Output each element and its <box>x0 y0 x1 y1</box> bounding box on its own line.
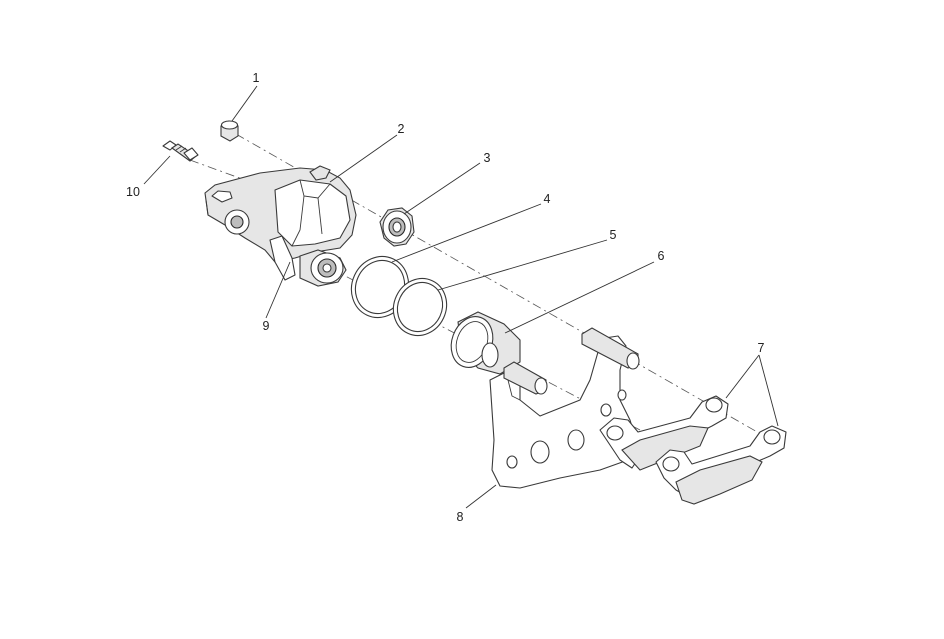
callout-2: 2 <box>398 122 405 136</box>
part-2-caliper-body <box>204 165 357 281</box>
callout-4: 4 <box>544 192 551 206</box>
callout-9: 9 <box>263 319 270 333</box>
callout-8: 8 <box>457 510 464 524</box>
callout-labels: 1 2 3 4 5 6 7 8 9 10 <box>126 71 764 524</box>
leader-lines <box>143 85 779 509</box>
callout-6: 6 <box>658 249 665 263</box>
part-5-seal-ring <box>392 277 448 337</box>
callout-10: 10 <box>126 185 140 199</box>
part-6-piston <box>450 311 521 375</box>
callout-3: 3 <box>484 151 491 165</box>
part-9-slide-pin <box>299 249 347 287</box>
callout-5: 5 <box>610 228 617 242</box>
callout-7: 7 <box>758 341 765 355</box>
part-7-brake-pads <box>599 395 787 505</box>
part-10-bleed-screw <box>162 140 199 162</box>
part-8-mounting-bracket <box>481 327 640 489</box>
callout-1: 1 <box>253 71 260 85</box>
part-1-plug <box>220 120 239 142</box>
part-3-piston-boot <box>379 207 415 247</box>
